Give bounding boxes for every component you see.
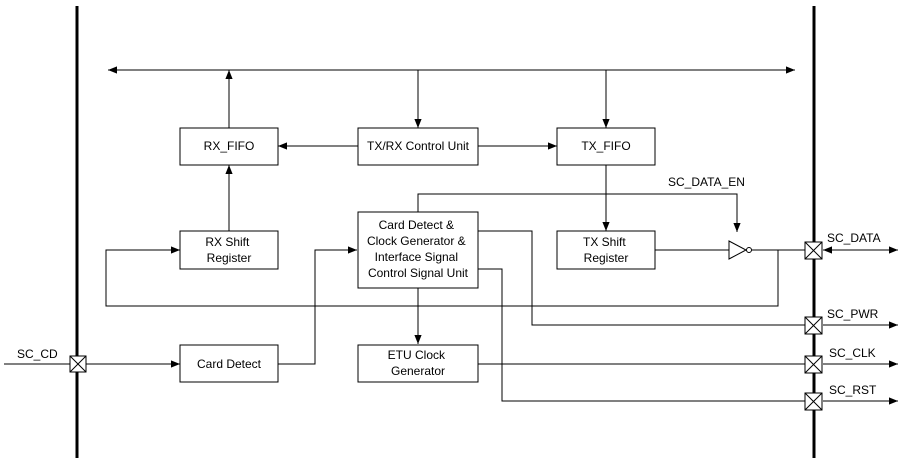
pad-sc-pwr xyxy=(804,316,823,335)
card-detect-clock-label: Card Detect & Clock Generator & Interfac… xyxy=(367,218,469,280)
wire-data-rx-loop xyxy=(105,246,779,307)
tx-fifo-label: TX_FIFO xyxy=(581,139,630,153)
label-sc-clk: SC_CLK xyxy=(829,346,876,360)
etu-clock-label: ETU Clock Generator xyxy=(388,348,449,378)
rx-shift-label: RX Shift Register xyxy=(205,235,252,265)
pad-sc-rst xyxy=(804,392,823,411)
pad-sc-clk xyxy=(804,355,823,374)
block-txrx-control-unit: TX/RX Control Unit xyxy=(357,127,479,166)
label-sc-pwr: SC_PWR xyxy=(827,307,879,321)
block-tx-fifo: TX_FIFO xyxy=(556,127,656,166)
block-etu-clock-generator: ETU Clock Generator xyxy=(357,344,479,383)
label-sc-data-en: SC_DATA_EN xyxy=(668,175,745,189)
rx-fifo-label: RX_FIFO xyxy=(204,139,255,153)
block-rx-shift-register: RX Shift Register xyxy=(179,230,279,270)
wire-carddetect-to-unit xyxy=(278,246,357,365)
wire-data-en xyxy=(417,193,741,232)
wire-unit-to-pwr xyxy=(478,230,805,326)
pad-sc-data xyxy=(804,241,823,260)
txrx-control-label: TX/RX Control Unit xyxy=(367,139,470,153)
tristate-buffer-icon xyxy=(728,240,752,260)
label-sc-data: SC_DATA xyxy=(827,231,881,245)
label-sc-rst: SC_RST xyxy=(829,383,877,397)
card-detect-label: Card Detect xyxy=(197,357,262,371)
tx-shift-label: TX Shift Register xyxy=(583,235,629,265)
label-sc-cd: SC_CD xyxy=(17,347,58,361)
pad-sc-cd xyxy=(69,355,87,373)
block-rx-fifo: RX_FIFO xyxy=(179,127,279,166)
block-card-detect: Card Detect xyxy=(179,344,279,383)
block-card-detect-clock-unit: Card Detect & Clock Generator & Interfac… xyxy=(357,211,479,289)
block-tx-shift-register: TX Shift Register xyxy=(556,230,656,270)
wire-unit-to-rst xyxy=(478,268,805,402)
